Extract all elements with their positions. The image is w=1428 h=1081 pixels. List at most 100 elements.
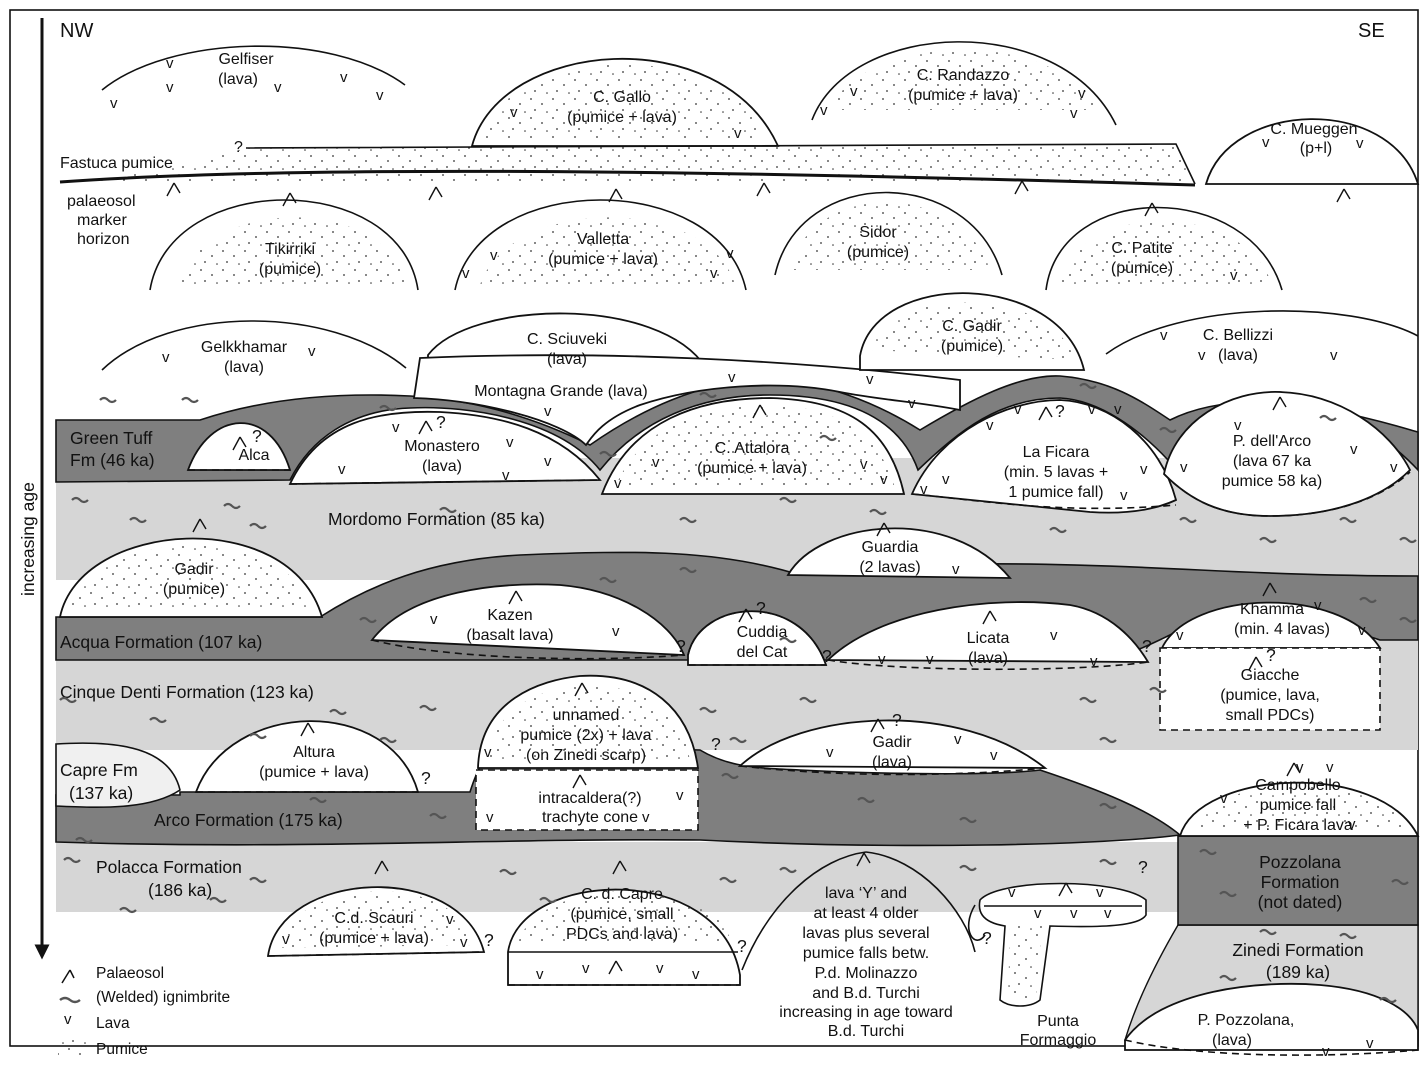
lava-symbol: v	[166, 79, 174, 96]
lava-symbol: v	[990, 747, 998, 764]
ignimbrite-symbol	[1099, 858, 1117, 866]
lava-symbol: v	[1160, 327, 1168, 344]
licata-name: Licata	[967, 630, 1010, 647]
palaeosol-marker-line2: marker	[77, 212, 127, 229]
campobello-name: Campobello	[1255, 777, 1340, 794]
kazen-dome	[370, 583, 686, 656]
ignimbrite-symbol	[1099, 802, 1117, 810]
ignimbrite-symbol	[1259, 536, 1277, 544]
fastuca-label: Fastuca pumice	[60, 155, 173, 172]
cattalora-name: C. Attalora	[715, 440, 790, 457]
lava-symbol: v	[282, 931, 290, 948]
lava-symbol: v	[1358, 622, 1366, 639]
lava-symbol: v	[1120, 487, 1128, 504]
gelfiser-type: (lava)	[218, 71, 258, 88]
guardia-type: (2 lavas)	[859, 559, 920, 576]
cattalora-fill	[615, 405, 895, 488]
lava-symbol: v	[986, 417, 994, 434]
crandazzo-fill	[830, 49, 1100, 110]
legend-ignimbrite-label: (Welded) ignimbrite	[96, 989, 230, 1006]
lava-symbol: v	[110, 95, 118, 112]
alca-dome	[186, 422, 292, 471]
palaeosol-symbol	[1336, 188, 1351, 203]
seventh-row	[266, 851, 1419, 1056]
lava-symbol: v	[430, 611, 438, 628]
lava-symbol: v	[544, 453, 552, 470]
ignimbrite-symbol	[1199, 848, 1217, 856]
acqua-label: Acqua Formation (107 ka)	[60, 632, 262, 652]
gelkkhamar-type: (lava)	[224, 359, 264, 376]
palaeosol-symbol	[282, 192, 297, 207]
lava-symbol: v	[612, 623, 620, 640]
giacche-line2: (pumice, lava,	[1220, 687, 1320, 704]
nw-label: NW	[60, 20, 93, 42]
palaeosol-symbol	[1144, 202, 1159, 217]
palaeosol-symbol	[572, 774, 587, 789]
ignimbrite-symbol	[719, 876, 737, 884]
ignimbrite-symbol	[359, 616, 377, 624]
altura-type: (pumice + lava)	[259, 764, 369, 781]
palaeosol-symbol	[1262, 582, 1277, 597]
legend-lava-label: Lava	[96, 1015, 130, 1032]
ignimbrite-symbol	[99, 396, 117, 404]
giacche-line3: small PDCs)	[1226, 707, 1315, 724]
lava-symbol: v	[850, 83, 858, 100]
cmueggen-type: (p+l)	[1300, 140, 1332, 157]
lava-symbol: v	[582, 960, 590, 977]
question-cdscauri: ?	[484, 930, 494, 950]
punta-stem-fill	[1008, 926, 1042, 998]
ignimbrite-symbol	[249, 522, 267, 530]
cgadir-type: (pumice)	[941, 338, 1003, 355]
zinedi-label2: (189 ka)	[1266, 962, 1330, 982]
ignimbrite-symbol	[149, 716, 167, 724]
lava-symbol: v	[1140, 461, 1148, 478]
lava-symbol: v	[376, 87, 384, 104]
ignimbrite-symbol	[1391, 878, 1409, 886]
pozzolana-label3: (not dated)	[1258, 892, 1343, 912]
guardia-dome	[786, 527, 1012, 579]
palaeosol-symbol	[374, 860, 389, 875]
laficara-base	[911, 493, 1177, 510]
crandazzo-type: (pumice + lava)	[908, 87, 1018, 104]
palaeosol-symbol	[752, 404, 767, 419]
pdellarco-line3: pumice 58 ka)	[1222, 473, 1323, 490]
intracaldera-box	[475, 769, 699, 831]
lava-symbol: v	[728, 369, 736, 386]
monastero-base	[289, 479, 601, 485]
lavay-dome-left	[741, 851, 867, 971]
second-row	[149, 191, 1283, 291]
ignimbrite-symbol	[379, 736, 397, 744]
zinedi-label1: Zinedi Formation	[1232, 940, 1363, 960]
ignimbrite-symbol	[1219, 974, 1237, 982]
laficara-name: La Ficara	[1023, 444, 1090, 461]
ignimbrite-symbol	[599, 576, 617, 584]
mordomo-label: Mordomo Formation (85 ka)	[328, 509, 545, 529]
gadir-pumice-name: Gadir	[174, 561, 214, 578]
gadir-lava-type: (lava)	[872, 754, 912, 771]
ignimbrite-symbol	[799, 696, 817, 704]
cgadir-name: C. Gadir	[942, 318, 1002, 335]
ignimbrite-symbol	[1219, 890, 1237, 898]
cbellizzi-dome	[1105, 310, 1419, 355]
fourth-row	[186, 391, 1412, 517]
capre-label1: Capre Fm	[60, 760, 138, 780]
lava-symbol: v	[1078, 85, 1086, 102]
guardia-name: Guardia	[862, 539, 919, 556]
lava-symbol: v	[1314, 597, 1322, 614]
ignimbrite-symbol	[721, 772, 739, 780]
cuddia-dome	[687, 610, 828, 666]
cdscauri-base	[267, 951, 485, 957]
cpatite-type: (pumice)	[1111, 260, 1173, 277]
ignimbrite-symbol	[1259, 928, 1277, 936]
ignimbrite-symbol	[1149, 686, 1167, 694]
increasing-age-label: increasing age	[18, 482, 38, 596]
question-cdcapre: ?	[737, 936, 747, 956]
ignimbrite-symbol	[249, 876, 267, 884]
csciuveki-type: (lava)	[547, 351, 587, 368]
altura-name: Altura	[293, 744, 335, 761]
palaeosol-symbol	[1014, 180, 1029, 195]
ignimbrite-symbol	[779, 636, 797, 644]
lava-symbol: v	[506, 434, 514, 451]
question-punta-left: ?	[982, 928, 992, 948]
khamma-type: (min. 4 lavas)	[1234, 621, 1330, 638]
